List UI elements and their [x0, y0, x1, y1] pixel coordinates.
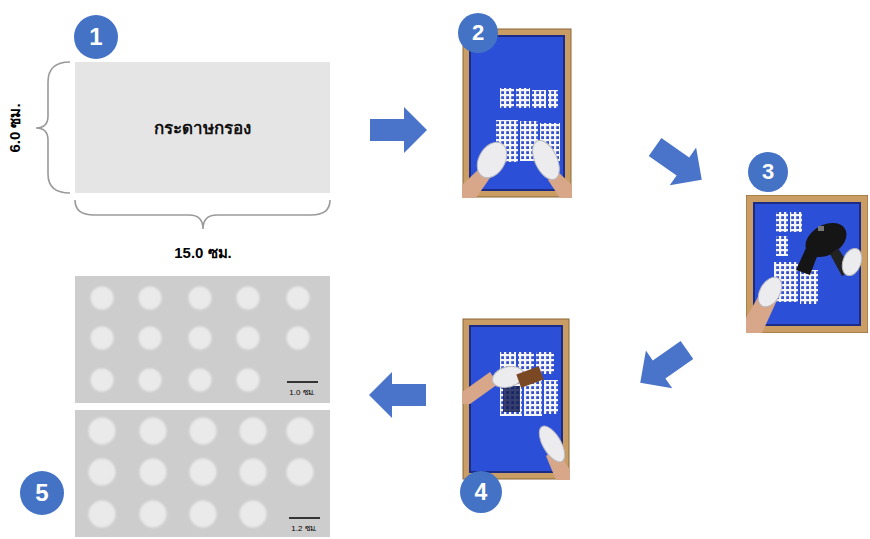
stencil-grid: [776, 212, 788, 232]
reagent-spot: [189, 327, 212, 350]
reagent-spot: [89, 459, 116, 486]
flow-arrow: [370, 107, 427, 153]
photo-background: [462, 318, 570, 480]
reagent-spot: [140, 501, 167, 528]
reagent-spot: [287, 287, 310, 310]
wooden-frame: [463, 29, 571, 197]
reagent-spot: [287, 327, 310, 350]
gloved-hand: [471, 137, 513, 183]
circle-fill: [458, 13, 498, 53]
flow-arrow: [642, 128, 715, 198]
step-number-circle: 5: [20, 471, 64, 515]
wooden-frame: [463, 319, 569, 479]
reagent-spot: [190, 459, 217, 486]
reagent-spot: [189, 369, 212, 392]
step-number: 1: [74, 15, 118, 59]
photo-drying: [746, 195, 868, 333]
reagent-spot: [139, 327, 162, 350]
dryer-nozzle: [796, 248, 818, 275]
circle-fill: [460, 471, 502, 513]
result-image: 1.2 ซม.: [75, 410, 330, 537]
stencil-grid: [544, 380, 558, 414]
dryer-logo: [818, 226, 824, 231]
scale-label: 1.0 ซม.: [280, 388, 324, 398]
scale-bar: [289, 517, 320, 519]
reagent-spot: [190, 418, 217, 445]
stencil-grid: [548, 90, 558, 108]
stencil-grid: [532, 90, 546, 108]
reagent-spot: [237, 287, 260, 310]
flow-arrow: [627, 331, 700, 401]
result-image: 1.0 ซม.: [75, 276, 330, 403]
flow-arrow: [369, 372, 426, 418]
stencil-grid: [516, 88, 530, 108]
reagent-spot: [237, 327, 260, 350]
flow-arrow: [627, 331, 700, 401]
step-number: 5: [20, 471, 64, 515]
gloved-hand: [534, 422, 570, 466]
reagent-spot: [91, 327, 114, 350]
photo-printing: [462, 318, 570, 480]
frame-edge: [469, 35, 565, 191]
gloved-hand: [839, 246, 865, 278]
step-number: 2: [458, 13, 498, 53]
spot-array: [91, 287, 310, 392]
reagent-spot: [240, 501, 267, 528]
scale-bar: [287, 381, 318, 383]
stencil-grid: [776, 236, 788, 256]
reagent-spot: [189, 287, 212, 310]
step-number: 3: [748, 152, 788, 192]
flow-arrow: [370, 107, 427, 153]
step-number-circle: 3: [748, 152, 788, 192]
scale-label: 1.2 ซม.: [282, 524, 326, 534]
squeegee: [516, 366, 543, 387]
gloved-hand: [753, 273, 786, 311]
spot-array: [89, 418, 314, 528]
circle-fill: [748, 152, 788, 192]
filter-paper: กระดาษกรอง: [75, 62, 330, 193]
reagent-spot: [91, 369, 114, 392]
dimension-label: 15.0 ซม.: [174, 241, 232, 265]
stencil-grid: [790, 212, 802, 232]
wooden-frame: [746, 195, 868, 333]
flow-arrow: [369, 372, 426, 418]
reagent-spot: [139, 369, 162, 392]
reagent-spot: [240, 418, 267, 445]
reagent-spot: [91, 287, 114, 310]
flow-arrow: [642, 128, 715, 198]
step-number-circle: 1: [74, 15, 118, 59]
reagent-spot: [89, 501, 116, 528]
reagent-spot: [140, 418, 167, 445]
photo-background: [746, 195, 868, 333]
reagent-spot: [140, 459, 167, 486]
step-number-circle: 2: [458, 13, 498, 53]
stencil-grid: [500, 88, 514, 108]
paper-label: กระดาษกรอง: [75, 62, 330, 193]
gloved-hand: [527, 136, 565, 183]
step-number-circle: 4: [460, 471, 502, 513]
step-number: 4: [460, 471, 502, 513]
dimension-label: 6.0 ซม.: [3, 103, 27, 152]
reagent-spot: [287, 459, 314, 486]
reagent-spot: [240, 459, 267, 486]
width-bracket: [75, 200, 330, 229]
reagent-spot: [139, 287, 162, 310]
circle-fill: [74, 15, 118, 59]
reagent-spot: [237, 369, 260, 392]
stencil-grid: [800, 270, 818, 304]
reagent-spot: [190, 501, 217, 528]
printed-area: [503, 386, 520, 412]
height-bracket: [36, 62, 70, 193]
reagent-spot: [89, 418, 116, 445]
reagent-spot: [287, 418, 314, 445]
circle-fill: [20, 471, 64, 515]
